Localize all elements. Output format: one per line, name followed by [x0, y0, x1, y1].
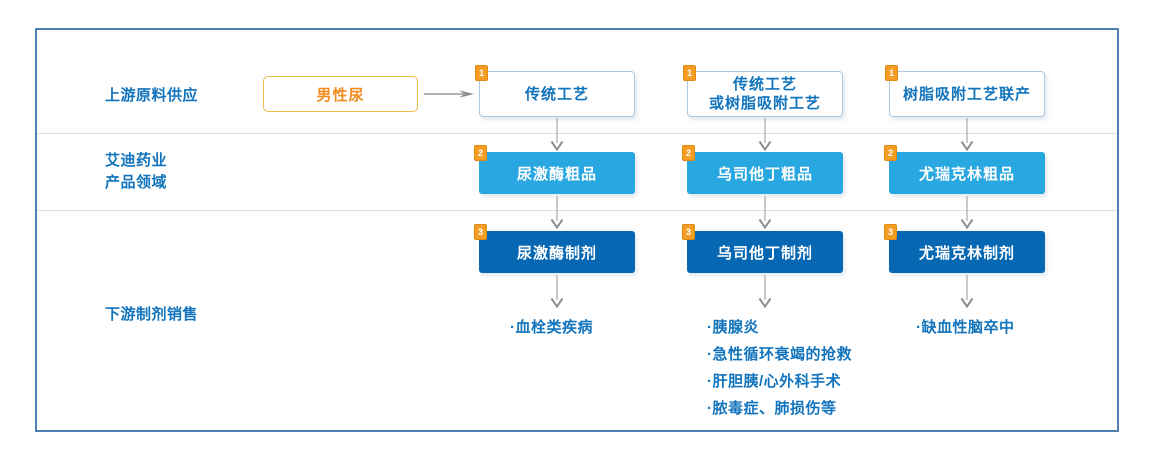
indication-item: ·急性循环衰竭的抢救 [707, 346, 852, 363]
process-box-urokinase: 1 传统工艺 [475, 65, 635, 117]
indication-list-kallidinogenase: ·缺血性脑卒中 [916, 314, 1015, 341]
process-box-label: 传统工艺 或树脂吸附工艺 [708, 76, 821, 112]
down-arrow-icon [550, 196, 564, 230]
down-arrow-icon [758, 196, 772, 230]
step-badge: 1 [475, 65, 488, 81]
formulation-box-urokinase: 3 尿激酶制剂 [474, 224, 635, 273]
process-box-label: 树脂吸附工艺联产 [902, 85, 1031, 103]
process-box-ulinastatin: 1 传统工艺 或树脂吸附工艺 [683, 65, 843, 117]
step-badge: 2 [474, 145, 487, 161]
down-arrow-icon [960, 118, 974, 152]
source-box-label: 男性尿 [316, 86, 365, 104]
indication-list-urokinase: ·血栓类疾病 [510, 314, 593, 341]
row-label-product-area: 艾迪药业 产品领域 [105, 152, 168, 191]
formulation-box-label: 乌司他丁制剂 [716, 244, 813, 262]
step-badge: 1 [683, 65, 696, 81]
crude-box-label: 尤瑞克林粗品 [918, 165, 1015, 183]
process-box-kallidinogenase: 1 树脂吸附工艺联产 [885, 65, 1045, 117]
formulation-box-ulinastatin: 3 乌司他丁制剂 [682, 224, 843, 273]
row-label-downstream: 下游制剂销售 [105, 306, 199, 323]
section-divider [37, 210, 1117, 211]
crude-box-label: 乌司他丁粗品 [716, 165, 813, 183]
crude-box-urokinase: 2 尿激酶粗品 [474, 145, 635, 194]
crude-box-ulinastatin: 2 乌司他丁粗品 [682, 145, 843, 194]
down-arrow-icon [758, 118, 772, 152]
crude-box-label: 尿激酶粗品 [516, 165, 597, 183]
indication-item: ·脓毒症、肺损伤等 [707, 400, 837, 417]
down-arrow-icon [960, 275, 974, 309]
indication-item: ·血栓类疾病 [510, 319, 593, 336]
indication-item: ·缺血性脑卒中 [916, 319, 1015, 336]
formulation-box-label: 尤瑞克林制剂 [918, 244, 1015, 262]
crude-box-kallidinogenase: 2 尤瑞克林粗品 [884, 145, 1045, 194]
step-badge: 3 [682, 224, 695, 240]
down-arrow-icon [550, 118, 564, 152]
step-badge: 1 [885, 65, 898, 81]
step-badge: 3 [474, 224, 487, 240]
section-divider [37, 133, 1117, 134]
down-arrow-icon [960, 196, 974, 230]
row-label-upstream: 上游原料供应 [105, 87, 199, 104]
right-arrow-icon [424, 90, 474, 98]
indication-item: ·胰腺炎 [707, 319, 759, 336]
step-badge: 2 [884, 145, 897, 161]
process-box-label: 传统工艺 [524, 85, 589, 103]
indication-list-ulinastatin: ·胰腺炎 ·急性循环衰竭的抢救 ·肝胆胰/心外科手术 ·脓毒症、肺损伤等 [707, 314, 852, 422]
indication-item: ·肝胆胰/心外科手术 [707, 373, 842, 390]
step-badge: 3 [884, 224, 897, 240]
formulation-box-label: 尿激酶制剂 [516, 244, 597, 262]
formulation-box-kallidinogenase: 3 尤瑞克林制剂 [884, 224, 1045, 273]
down-arrow-icon [550, 275, 564, 309]
down-arrow-icon [758, 275, 772, 309]
source-box-male-urine: 男性尿 [263, 76, 418, 112]
step-badge: 2 [682, 145, 695, 161]
